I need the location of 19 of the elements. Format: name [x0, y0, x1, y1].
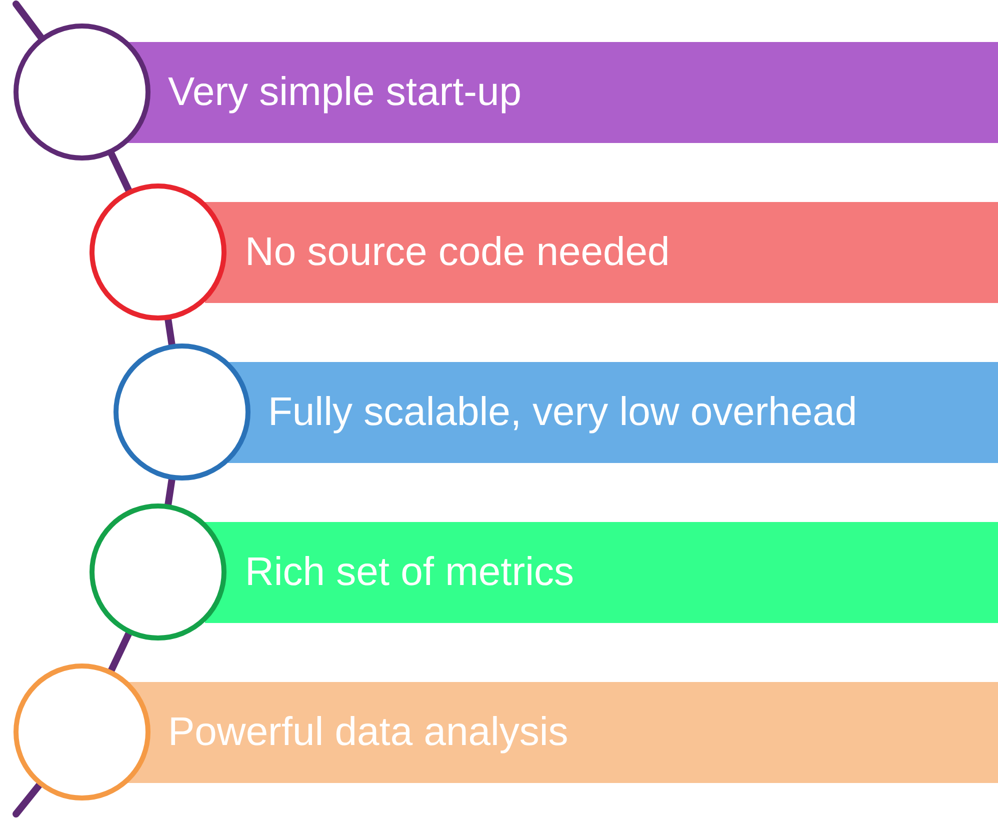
feature-text: No source code needed — [245, 230, 670, 275]
connector-line — [12, 0, 45, 42]
connector-line — [12, 781, 43, 818]
marker-circle — [13, 23, 151, 161]
feature-text: Powerful data analysis — [168, 710, 568, 755]
feature-text: Rich set of metrics — [245, 550, 574, 595]
marker-circle — [89, 503, 227, 641]
feature-bar — [125, 682, 998, 783]
feature-bar — [205, 522, 998, 623]
feature-bar — [125, 42, 998, 143]
feature-text: Fully scalable, very low overhead — [268, 390, 858, 435]
connector-line — [108, 150, 132, 194]
connector-line — [108, 630, 132, 674]
feature-text: Very simple start-up — [168, 70, 522, 115]
marker-circle — [13, 663, 151, 801]
feature-bar — [205, 202, 998, 303]
marker-circle — [113, 343, 251, 481]
marker-circle — [89, 183, 227, 321]
feature-bar — [228, 362, 998, 463]
